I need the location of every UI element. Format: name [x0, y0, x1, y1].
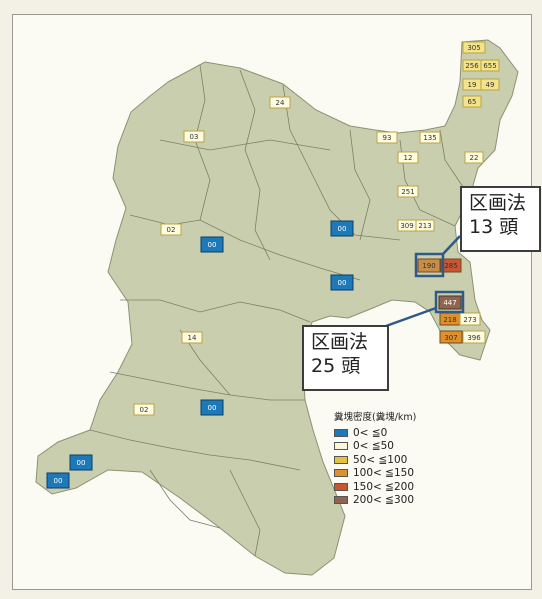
legend-swatch	[334, 496, 348, 505]
legend-item: 50< ≦100	[334, 453, 416, 467]
map-label: 02	[167, 226, 176, 234]
callout-south: 区画法 25 頭	[302, 325, 389, 391]
legend-label: 50< ≦100	[353, 453, 408, 466]
callout-north-line1: 区画法	[469, 192, 527, 214]
connector-line	[442, 235, 461, 255]
map-label: 307	[444, 334, 457, 342]
map-label: 396	[467, 334, 481, 342]
map-label: 65	[468, 98, 477, 106]
map-label: 190	[422, 262, 435, 270]
legend-label: 150< ≦200	[353, 480, 415, 493]
legend-item: 150< ≦200	[334, 480, 416, 494]
callout-south-line1: 区画法	[311, 331, 369, 353]
legend-item: 100< ≦150	[334, 467, 416, 481]
map-label: 00	[338, 225, 347, 233]
map-label: 00	[208, 404, 217, 412]
legend-title: 糞塊密度(糞塊/km)	[334, 412, 417, 423]
map-label: 00	[54, 477, 63, 485]
legend-swatch	[334, 482, 348, 491]
legend-item: 0< ≦50	[334, 440, 416, 454]
callout-connectors	[385, 235, 465, 328]
callout-north-line2: 13 頭	[469, 216, 519, 238]
map-labels: 24 03 02 14 02 93 135 12 22 251 309 213 …	[46, 41, 500, 489]
map-label: 14	[188, 334, 197, 342]
map-label: 213	[418, 222, 431, 230]
highlight-box	[414, 252, 445, 278]
legend-swatch	[334, 442, 348, 451]
map-label: 135	[423, 134, 436, 142]
map-label: 93	[383, 134, 392, 142]
legend-swatch	[334, 455, 348, 464]
map-label: 251	[401, 188, 414, 196]
legend-label: 0< ≦50	[353, 440, 394, 453]
map-label: 24	[276, 99, 285, 107]
map-label: 447	[443, 299, 456, 307]
legend-label: 0< ≦0	[353, 426, 388, 439]
callout-south-line2: 25 頭	[311, 355, 361, 377]
legend-label: 100< ≦150	[353, 467, 415, 480]
legend-item: 200< ≦300	[334, 494, 416, 508]
map-label: 655	[483, 62, 496, 70]
legend-swatch	[334, 428, 348, 437]
callout-north: 区画法 13 頭	[460, 186, 541, 252]
map-label: 19	[468, 81, 477, 89]
map-label: 00	[77, 459, 86, 467]
map-label: 273	[463, 316, 476, 324]
map-label: 309	[400, 222, 413, 230]
map-label: 00	[338, 279, 347, 287]
highlight-box	[434, 290, 465, 314]
map-label: 00	[208, 241, 217, 249]
map-label: 03	[190, 133, 199, 141]
map-label: 218	[443, 316, 456, 324]
map-label: 305	[467, 44, 480, 52]
map-label: 22	[470, 154, 479, 162]
legend-item: 0< ≦0	[334, 426, 416, 440]
legend-swatch	[334, 469, 348, 478]
map-label: 49	[486, 81, 495, 89]
land-region	[35, 39, 519, 576]
connector-line	[385, 306, 437, 328]
map-label: 02	[140, 406, 149, 414]
legend-label: 200< ≦300	[353, 494, 415, 507]
map-label: 12	[404, 154, 413, 162]
map-label: 256	[465, 62, 479, 70]
map-label: 285	[444, 262, 457, 270]
